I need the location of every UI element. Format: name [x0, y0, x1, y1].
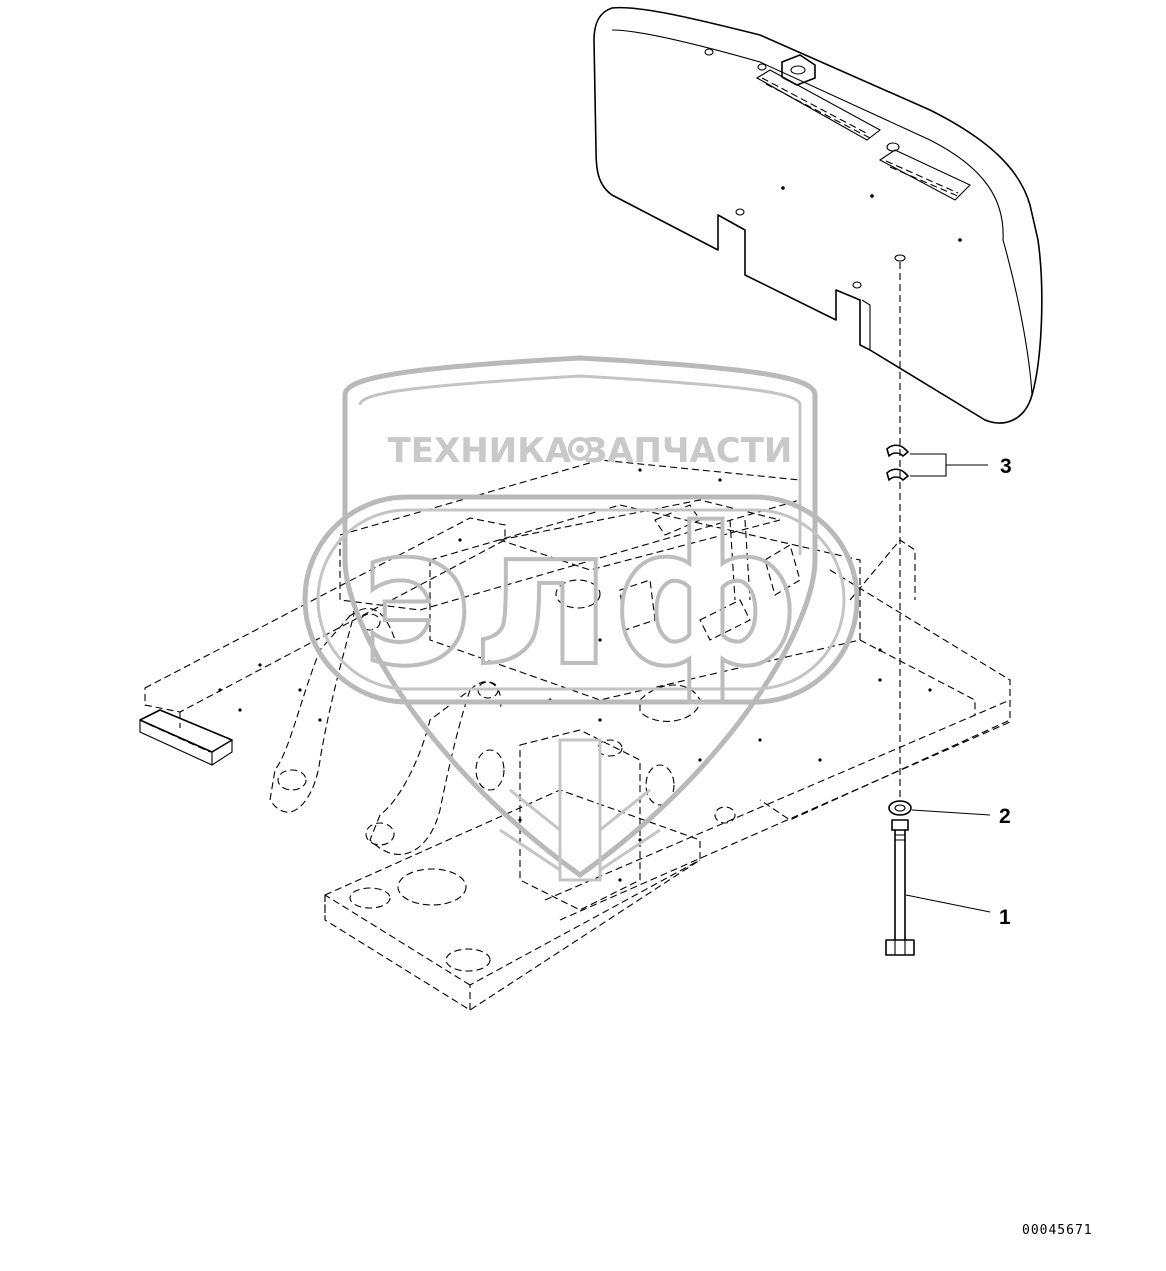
revolving-frame	[139, 459, 1011, 1011]
callout-3: 3	[1000, 455, 1012, 478]
drawing-code: 00045671	[1022, 1223, 1093, 1238]
shim-stack	[886, 444, 988, 481]
watermark-logo: элф ТЕХНИКА ЗАПЧАСТИ	[302, 355, 860, 882]
washer	[888, 800, 991, 816]
watermark-gear-icon	[568, 437, 592, 461]
callout-2: 2	[999, 805, 1011, 828]
watermark-logo-text: элф	[360, 487, 800, 708]
lifting-eye	[781, 54, 816, 86]
vent-grille-right	[878, 149, 971, 201]
vent-grille-left	[755, 69, 882, 141]
counterweight	[593, 6, 1043, 424]
callout-1: 1	[999, 906, 1011, 929]
bolt	[885, 819, 991, 956]
watermark-tree-icon	[499, 738, 661, 882]
